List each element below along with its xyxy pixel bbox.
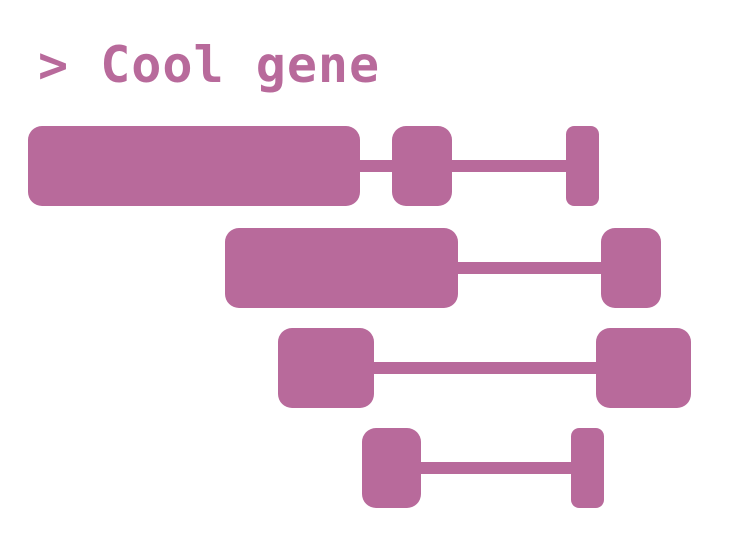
- exon-block: [278, 328, 374, 408]
- exon-block: [596, 328, 691, 408]
- transcript-row: [278, 328, 691, 408]
- exon-block: [225, 228, 458, 308]
- transcript-row: [362, 428, 604, 508]
- intron-line: [456, 262, 603, 274]
- exon-block: [566, 126, 599, 206]
- exon-block: [28, 126, 360, 206]
- exon-block: [362, 428, 421, 508]
- intron-line: [358, 160, 568, 172]
- transcript-row: [28, 126, 599, 206]
- exon-block: [571, 428, 604, 508]
- intron-line: [372, 362, 598, 374]
- exon-block: [392, 126, 452, 206]
- intron-line: [419, 462, 573, 474]
- transcript-row: [225, 228, 661, 308]
- page-title: > Cool gene: [38, 36, 381, 94]
- exon-block: [601, 228, 661, 308]
